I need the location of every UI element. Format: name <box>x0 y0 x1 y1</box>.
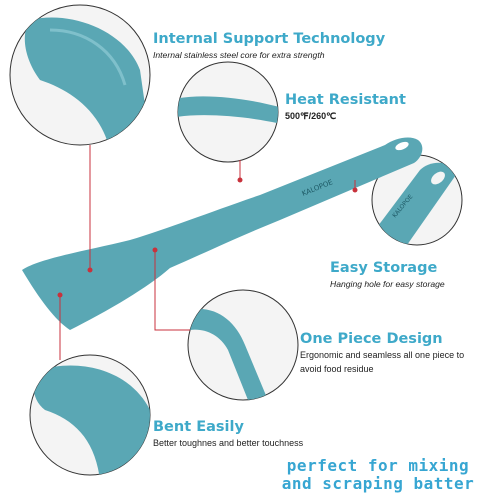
zoom-circle-handle <box>177 61 279 163</box>
tagline-line2: and scraping batter <box>281 474 475 493</box>
feature-title-bent-easily: Bent Easily <box>153 419 244 435</box>
feature-desc-easy-storage: Hanging hole for easy storage <box>330 279 445 289</box>
feature-title-heat-resistant: Heat Resistant <box>285 92 406 108</box>
feature-temperature: 500℉/260℃ <box>285 111 337 121</box>
feature-title-internal-support: Internal Support Technology <box>153 31 386 47</box>
zoom-circle-head <box>9 4 151 146</box>
tagline-line1: perfect for mixing <box>286 456 470 475</box>
feature-desc-internal-support: Internal stainless steel core for extra … <box>153 50 325 60</box>
zoom-circle-edge <box>29 354 151 476</box>
feature-desc-one-piece-line2: avoid food residue <box>300 364 374 374</box>
zoom-circle-neck <box>187 289 299 401</box>
feature-desc-bent-easily: Better toughnes and better touchness <box>153 438 304 448</box>
spatula-image: KALOPOE <box>22 137 423 330</box>
feature-title-easy-storage: Easy Storage <box>330 260 438 276</box>
callout-line <box>59 145 356 360</box>
feature-desc-one-piece-line1: Ergonomic and seamless all one piece to <box>300 350 465 360</box>
feature-title-one-piece: One Piece Design <box>300 331 443 347</box>
